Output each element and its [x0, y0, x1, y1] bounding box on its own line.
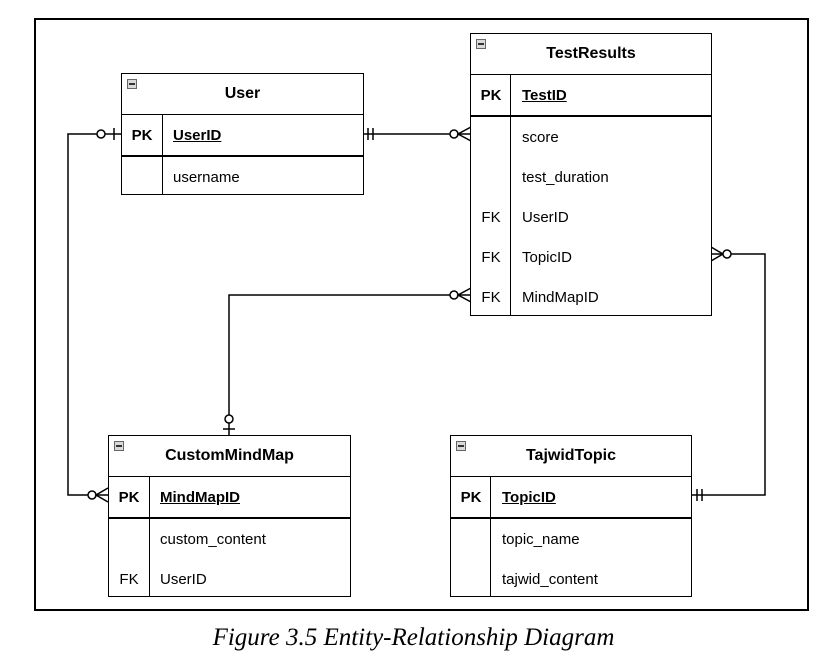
entity-custommindmap[interactable]: CustomMindMap PK MindMapID custom_conten…	[108, 435, 351, 597]
attribute-row: score	[471, 117, 711, 157]
entity-header: TajwidTopic	[451, 436, 691, 477]
key-column-divider	[149, 476, 150, 596]
collapse-icon[interactable]	[114, 441, 124, 451]
attribute-row: username	[122, 157, 363, 197]
attribute-name: tajwid_content	[502, 570, 598, 588]
attribute-name: TopicID	[502, 488, 556, 506]
key-label: PK	[460, 488, 482, 506]
collapse-icon[interactable]	[476, 39, 486, 49]
key-label: FK	[119, 570, 139, 588]
attribute-row: tajwid_content	[451, 559, 691, 599]
attribute-name: test_duration	[522, 168, 609, 186]
key-label: FK	[481, 248, 501, 266]
attribute-name: UserID	[173, 126, 222, 144]
attribute-row: FK MindMapID	[471, 277, 711, 317]
entity-title: User	[224, 85, 261, 102]
pk-row: PK TestID	[471, 75, 711, 117]
key-column-divider	[510, 74, 511, 315]
entity-user[interactable]: User PK UserID username	[121, 73, 364, 195]
figure-caption: Figure 3.5 Entity-Relationship Diagram	[212, 624, 615, 651]
attribute-name: MindMapID	[522, 288, 599, 306]
attribute-row: topic_name	[451, 519, 691, 559]
attribute-name: TestID	[522, 86, 567, 104]
collapse-icon[interactable]	[127, 79, 137, 89]
attribute-name: username	[173, 168, 240, 186]
attribute-row: FK TopicID	[471, 237, 711, 277]
attribute-name: score	[522, 128, 559, 146]
key-label: FK	[481, 208, 501, 226]
diagram-frame	[34, 18, 809, 611]
entity-title: TestResults	[546, 45, 636, 62]
key-label: PK	[118, 488, 140, 506]
entity-header: CustomMindMap	[109, 436, 350, 477]
attribute-name: custom_content	[160, 530, 266, 548]
attribute-name: topic_name	[502, 530, 580, 548]
entity-testresults[interactable]: TestResults PK TestID score test_duratio…	[470, 33, 712, 316]
relationship-user-custommindmap	[67, 128, 122, 503]
pk-row: PK TopicID	[451, 477, 691, 519]
attribute-name: MindMapID	[160, 488, 240, 506]
key-label: PK	[131, 126, 153, 144]
pk-row: PK MindMapID	[109, 477, 350, 519]
key-label: FK	[481, 288, 501, 306]
attribute-name: UserID	[160, 570, 207, 588]
attribute-row: custom_content	[109, 519, 350, 559]
relationship-custommindmap-testresults	[223, 287, 472, 435]
attribute-name: TopicID	[522, 248, 573, 266]
key-label: PK	[480, 86, 502, 104]
key-column-divider	[490, 476, 491, 596]
attribute-row: FK UserID	[471, 197, 711, 237]
entity-tajwidtopic[interactable]: TajwidTopic PK TopicID topic_name tajwid…	[450, 435, 692, 597]
pk-row: PK UserID	[122, 115, 363, 157]
relationship-user-testresults	[363, 126, 472, 142]
collapse-icon[interactable]	[456, 441, 466, 451]
relationship-tajwidtopic-testresults	[690, 246, 766, 501]
attribute-name: UserID	[522, 208, 569, 226]
attribute-row: FK UserID	[109, 559, 350, 599]
entity-title: CustomMindMap	[165, 447, 294, 464]
entity-header: User	[122, 74, 363, 115]
entity-title: TajwidTopic	[525, 447, 617, 464]
attribute-row: test_duration	[471, 157, 711, 197]
key-column-divider	[162, 114, 163, 194]
entity-header: TestResults	[471, 34, 711, 75]
